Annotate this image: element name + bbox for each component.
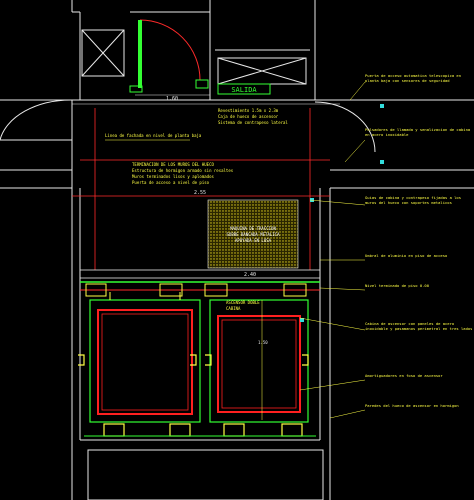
car-sublabel: ASCENSOR DOBLE — [226, 300, 260, 305]
shaft-dimension-frame — [72, 108, 330, 270]
center-note-line-3: Sistema de contrapeso lateral — [218, 120, 288, 125]
center-note-line-2: Caja de hueco de ascensor — [218, 114, 279, 119]
shaft-walls — [71, 188, 331, 500]
door-width-dimension: 1.60 — [166, 96, 178, 102]
elevator-car-right: CABINA ASCENSOR DOBLE — [209, 299, 309, 423]
hatch-label-2: SOBRE BANCADA METALICA — [227, 232, 281, 237]
callout-leaders — [299, 81, 366, 419]
exit-sign: SALIDA — [217, 83, 271, 95]
right-door-swing — [314, 101, 376, 153]
shaft-width-dimension: 2.55 — [194, 190, 206, 196]
door-frame-green-left — [129, 85, 143, 93]
left-door-swing — [0, 99, 73, 141]
callout-6: Cabina de ascensor con paneles de acero … — [365, 322, 473, 331]
landing-threshold — [79, 269, 321, 297]
center-note-block: Revestimiento 1.5m x 2.3m Caja de hueco … — [218, 108, 288, 125]
hatch-label-1: MAQUINA DE TRACCION — [230, 226, 276, 231]
shaft-void-x-box-left — [81, 29, 125, 77]
center-note-line-1: Revestimiento 1.5m x 2.3m — [218, 108, 279, 113]
top-door-swing — [139, 19, 201, 86]
shaft-void-x-box-right — [217, 57, 307, 85]
hatch-label-3: APOYADA EN LOSA — [235, 238, 272, 243]
top-wall-structure — [0, 0, 474, 189]
lobby-note: Linea de fachada en nivel de planta baja — [105, 133, 202, 138]
shaft-note-3: Puerta de acceso a nivel de piso — [132, 180, 210, 185]
car-label: CABINA — [226, 306, 241, 311]
landing-width-dimension: 2.40 — [244, 272, 256, 278]
shaft-note-1: Estructura de hormigon armado sin resalt… — [132, 168, 234, 173]
shaft-notes-heading: TERMINACION DE LOS MUROS DEL HUECO — [132, 162, 214, 167]
door-leaf-green — [138, 20, 142, 88]
callout-4: Umbral de aluminio en piso de acceso — [365, 254, 448, 258]
machine-hatch-block — [207, 199, 299, 269]
machine-hatch-label: MAQUINA DE TRACCION SOBRE BANCADA METALI… — [227, 226, 281, 243]
callout-5: Nivel terminado de piso 0.00 — [365, 284, 430, 288]
callout-3: Guias de cabina y contrapeso fijadas a l… — [365, 196, 462, 205]
car-depth-dimension: 1.50 — [258, 340, 268, 345]
shaft-note-2: Muros terminados lisos y aplomados — [132, 174, 214, 179]
callout-text-block: Puerta de acceso automatica telescopica … — [365, 74, 473, 408]
callout-2: Pulsadores de llamada y senalizacion de … — [365, 128, 471, 137]
callout-1: Puerta de acceso automatica telescopica … — [365, 74, 462, 83]
exit-sign-label: SALIDA — [231, 86, 257, 94]
callout-8: Paredes del hueco de ascensor en hormigo… — [365, 404, 459, 408]
door-frame-green — [195, 79, 209, 89]
shaft-notes-block: TERMINACION DE LOS MUROS DEL HUECO Estru… — [132, 162, 234, 185]
callout-7: Amortiguadores en foso de ascensor — [365, 374, 443, 378]
elevator-car-left — [89, 292, 201, 423]
